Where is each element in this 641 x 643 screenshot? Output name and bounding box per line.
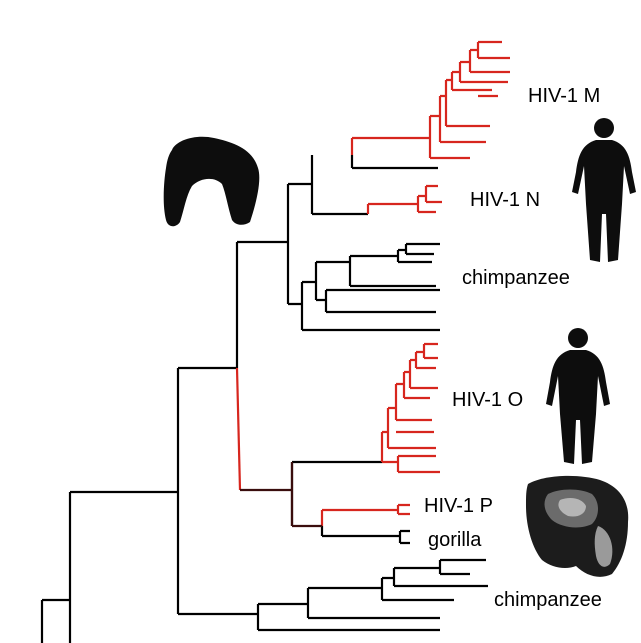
- human-silhouette-icon: [572, 118, 636, 262]
- lower-clade-stem: [240, 462, 322, 528]
- label-hiv1-p: HIV-1 P: [424, 495, 493, 517]
- label-gorilla: gorilla: [428, 529, 482, 551]
- gorilla-photo-icon: [526, 475, 629, 577]
- label-chimpanzee-upper: chimpanzee: [462, 267, 570, 289]
- hiv-branches: [235, 40, 510, 526]
- label-chimpanzee-lower: chimpanzee: [494, 589, 602, 611]
- human-silhouette-icon: [546, 328, 610, 464]
- label-hiv1-n: HIV-1 N: [470, 189, 541, 211]
- host-branches: [40, 155, 488, 643]
- label-hiv1-m: HIV-1 M: [528, 85, 601, 107]
- label-hiv1-o: HIV-1 O: [452, 389, 524, 411]
- gorilla-silhouette-icon: [163, 136, 260, 227]
